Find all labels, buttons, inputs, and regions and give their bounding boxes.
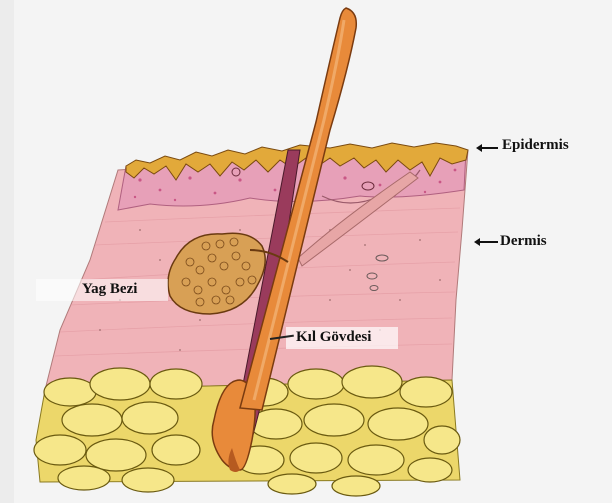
- dermis-label: Dermis: [500, 233, 547, 250]
- sebaceous-gland-label: Yag Bezi: [82, 281, 137, 298]
- epidermis-arrow-icon: [480, 147, 498, 149]
- dermis-arrow-icon: [478, 241, 498, 243]
- epidermis-label: Epidermis: [502, 137, 569, 154]
- hair-shaft-label: Kıl Gövdesi: [296, 329, 371, 346]
